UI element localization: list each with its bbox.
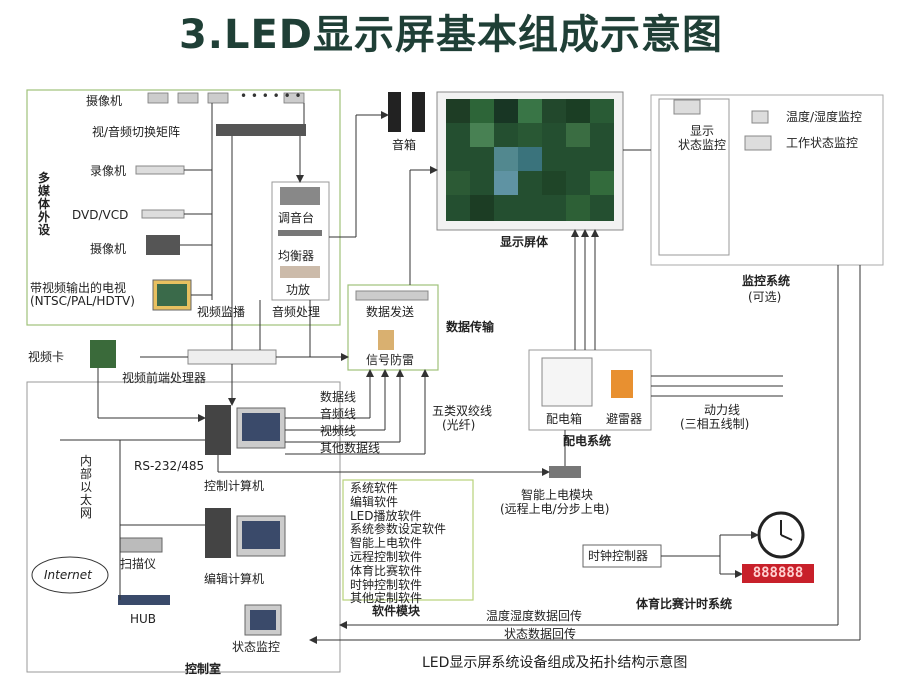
av-matrix-device xyxy=(216,124,306,136)
software-item: 系统参数设定软件 xyxy=(350,522,447,537)
power-box xyxy=(528,349,652,431)
hub-label: HUB xyxy=(130,612,157,626)
dvd-label: DVD/VCD xyxy=(72,208,129,222)
speakers-label: 音箱 xyxy=(392,138,417,152)
scanner-label: 扫描仪 xyxy=(120,557,157,571)
signal-lightning-label: 信号防雷 xyxy=(366,353,415,367)
work-status-monitor-label: 工作状态监控 xyxy=(786,136,859,150)
clock-controller-label: 时钟控制器 xyxy=(588,549,649,563)
amplifier-label: 功放 xyxy=(286,283,311,297)
smart-power-label-line2: (远程上电/分步上电) xyxy=(500,502,610,516)
data-line-label: 数据线 xyxy=(320,390,357,404)
monitoring-optional-label: (可选) xyxy=(748,290,782,304)
rs232-label: RS-232/485 xyxy=(134,459,205,473)
ethernet-label: 内部以太网 xyxy=(79,454,92,520)
audio-processing-label: 音频处理 xyxy=(272,305,321,319)
mixer-label: 调音台 xyxy=(278,211,315,225)
control-room-label: 控制室 xyxy=(185,662,222,676)
data-transfer-box xyxy=(347,284,439,371)
audio-line-label: 音频线 xyxy=(320,407,357,421)
page-title: 3.LED显示屏基本组成示意图 xyxy=(178,12,724,58)
camera-row-label: 摄像机 xyxy=(86,94,123,108)
control-pc-label: 控制计算机 xyxy=(204,479,265,493)
monitoring-box xyxy=(650,94,884,266)
software-item: 体育比赛软件 xyxy=(350,563,423,578)
speaker-right xyxy=(412,92,425,132)
distribution-box-label: 配电箱 xyxy=(546,412,583,426)
status-data-feedback-label: 状态数据回传 xyxy=(504,627,577,641)
control-room-box xyxy=(26,381,341,673)
software-item: 时钟控制软件 xyxy=(350,577,423,592)
internet-label: Internet xyxy=(44,568,92,582)
software-box xyxy=(342,479,474,601)
smart-power-label-line1: 智能上电模块 xyxy=(521,488,594,502)
data-transfer-label: 数据传输 xyxy=(446,320,495,334)
av-matrix-label: 视/音频切换矩阵 xyxy=(92,125,181,139)
svg-text:• • • • • •: • • • • • • xyxy=(240,89,302,103)
power-system-label: 配电系统 xyxy=(563,434,612,448)
software-item: 其他定制软件 xyxy=(350,591,423,606)
software-item: 编辑软件 xyxy=(350,494,399,509)
screen-label: 显示屏体 xyxy=(500,235,549,249)
temp-data-feedback-label: 温度湿度数据回传 xyxy=(486,609,583,623)
video-card-label: 视频卡 xyxy=(28,350,65,364)
video-line-label: 视频线 xyxy=(320,424,357,438)
edit-pc-label: 编辑计算机 xyxy=(204,572,265,586)
temp-humidity-monitor-label: 温度/湿度监控 xyxy=(786,110,863,124)
timing-system-label: 体育比赛计时系统 xyxy=(636,597,733,611)
software-item: 远程控制软件 xyxy=(350,549,423,564)
camcorder-label: 摄像机 xyxy=(90,242,127,256)
video-monitor-label: 视频监播 xyxy=(197,305,246,319)
software-item: LED播放软件 xyxy=(350,508,422,523)
power-line-note: (三相五线制) xyxy=(680,417,750,431)
power-line-label: 动力线 xyxy=(704,403,741,417)
monitoring-system-label: 监控系统 xyxy=(742,274,791,288)
vcr-label: 录像机 xyxy=(90,164,127,178)
cat5-label: 五类双绞线 xyxy=(432,404,493,418)
cat5-note: (光纤) xyxy=(442,418,476,432)
data-send-label: 数据发送 xyxy=(366,305,415,319)
software-item: 智能上电软件 xyxy=(350,536,423,551)
software-item: 系统软件 xyxy=(350,481,399,495)
scoreboard-digits: 888888 xyxy=(742,564,814,583)
multimedia-group-label: 多媒体外设 xyxy=(37,171,50,237)
status-monitor-label: 状态监控 xyxy=(232,640,281,654)
software-module-label: 软件模块 xyxy=(372,604,421,618)
equalizer-label: 均衡器 xyxy=(278,249,315,263)
multimedia-box xyxy=(26,89,341,326)
display-status-monitor-label: 显示 状态监控 xyxy=(677,124,726,152)
video-frontend-label: 视频前端处理器 xyxy=(122,371,207,385)
speaker-left xyxy=(388,92,401,132)
software-list: 系统软件 编辑软件 LED播放软件 系统参数设定软件 智能上电软件 远程控制软件… xyxy=(350,481,447,606)
arrester-label: 避雷器 xyxy=(606,412,643,426)
tv-label-line2: (NTSC/PAL/HDTV) xyxy=(30,294,135,308)
other-data-line-label: 其他数据线 xyxy=(320,441,381,455)
diagram-caption: LED显示屏系统设备组成及拓扑结构示意图 xyxy=(422,655,688,671)
tv-label-line1: 带视频输出的电视 xyxy=(30,281,127,295)
